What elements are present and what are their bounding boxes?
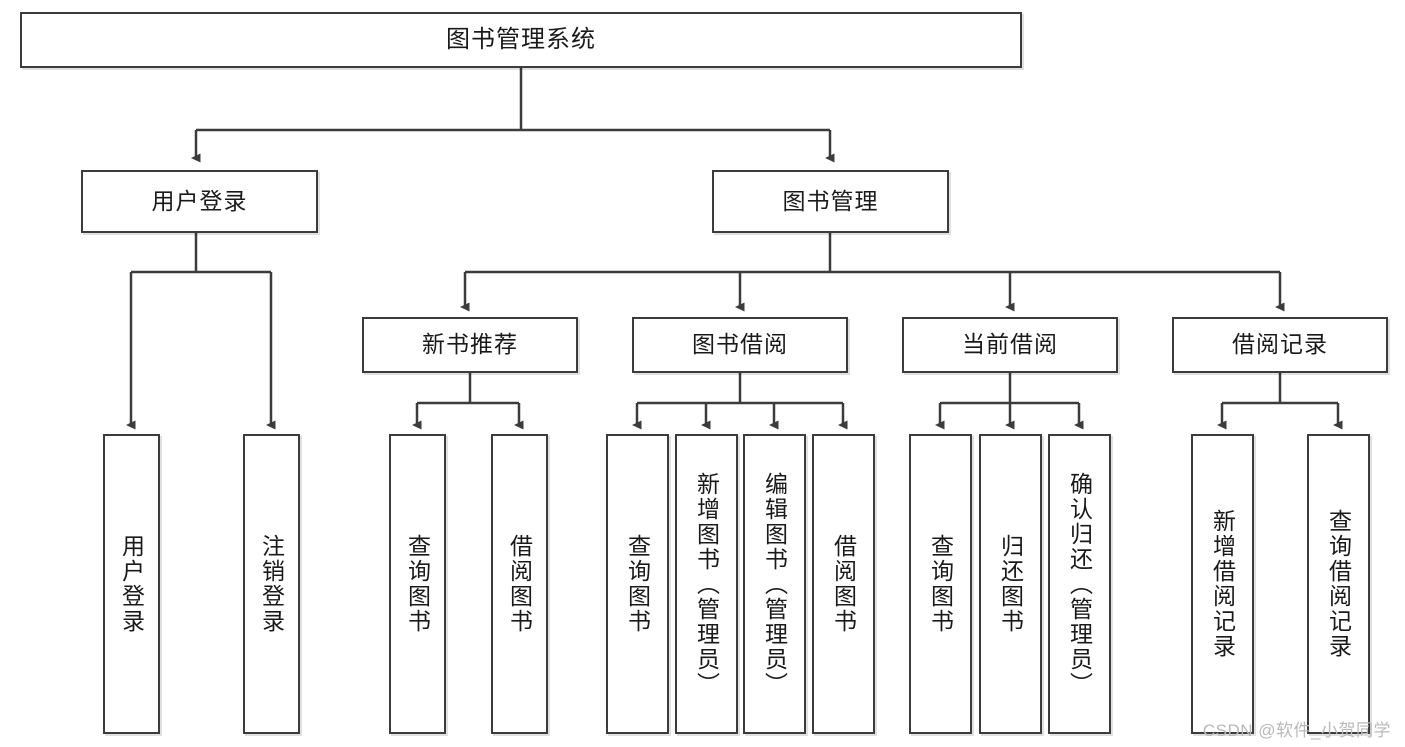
leaf-add-book[interactable]: 新增图书（管理员） bbox=[675, 434, 738, 734]
csdn-watermark: CSDN @软件_小贺同学 bbox=[1202, 721, 1391, 740]
node-book-borrow[interactable]: 图书借阅 bbox=[632, 317, 848, 373]
leaf-borrow-book-borrow[interactable]: 借阅图书 bbox=[812, 434, 875, 734]
node-user-login[interactable]: 用户登录 bbox=[81, 170, 318, 233]
node-current-borrow[interactable]: 当前借阅 bbox=[902, 317, 1118, 373]
leaf-label: 确认归还（管理员） bbox=[1066, 471, 1093, 697]
leaf-label: 查询借阅记录 bbox=[1325, 509, 1352, 659]
leaf-query-book-current[interactable]: 查询图书 bbox=[909, 434, 972, 734]
leaf-label: 编辑图书（管理员） bbox=[761, 471, 788, 697]
leaf-query-book-recommend[interactable]: 查询图书 bbox=[389, 434, 446, 734]
node-borrow-record[interactable]: 借阅记录 bbox=[1172, 317, 1388, 373]
leaf-query-borrow-record[interactable]: 查询借阅记录 bbox=[1307, 434, 1370, 734]
leaf-label: 归还图书 bbox=[997, 534, 1024, 634]
leaf-label: 查询图书 bbox=[404, 534, 431, 634]
leaf-logout-login[interactable]: 注销登录 bbox=[243, 434, 300, 734]
leaf-label: 新增图书（管理员） bbox=[693, 471, 720, 697]
leaf-label: 用户登录 bbox=[118, 534, 145, 634]
leaf-label: 借阅图书 bbox=[830, 534, 857, 634]
node-book-manage[interactable]: 图书管理 bbox=[712, 170, 949, 233]
leaf-label: 借阅图书 bbox=[506, 534, 533, 634]
leaf-confirm-return[interactable]: 确认归还（管理员） bbox=[1048, 434, 1111, 734]
node-new-book-recommend[interactable]: 新书推荐 bbox=[362, 317, 578, 373]
leaf-add-borrow-record[interactable]: 新增借阅记录 bbox=[1191, 434, 1254, 734]
leaf-label: 注销登录 bbox=[258, 534, 285, 634]
leaf-label: 查询图书 bbox=[624, 534, 651, 634]
leaf-return-book[interactable]: 归还图书 bbox=[979, 434, 1042, 734]
leaf-borrow-book-recommend[interactable]: 借阅图书 bbox=[491, 434, 548, 734]
node-root-system[interactable]: 图书管理系统 bbox=[20, 12, 1022, 68]
leaf-query-book-borrow[interactable]: 查询图书 bbox=[606, 434, 669, 734]
leaf-label: 新增借阅记录 bbox=[1209, 509, 1236, 659]
leaf-user-login[interactable]: 用户登录 bbox=[103, 434, 160, 734]
leaf-edit-book[interactable]: 编辑图书（管理员） bbox=[743, 434, 806, 734]
leaf-label: 查询图书 bbox=[927, 534, 954, 634]
